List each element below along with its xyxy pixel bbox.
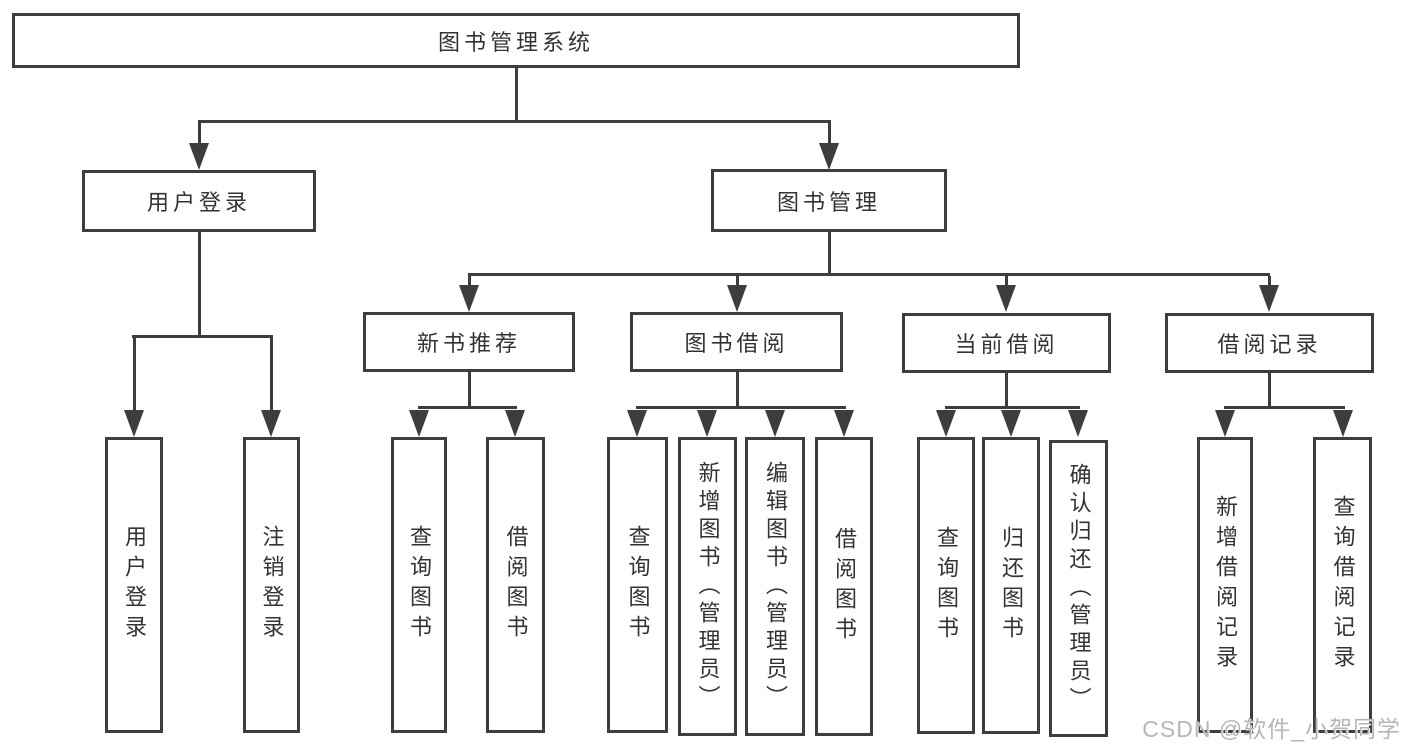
node-leaf-query-books-3-label: 查询图书 [934,525,959,646]
node-leaf-query-books-2: 查询图书 [607,437,668,733]
connector-arrowhead [627,410,647,437]
connector-arrowhead [189,143,209,170]
connector-arrowhead [1333,410,1353,437]
node-book-borrowing: 图书借阅 [630,312,843,372]
connector-arrowhead [1001,410,1021,437]
connector-vline [198,231,201,337]
connector-vline [1005,276,1008,287]
node-leaf-logout: 注销登录 [243,437,300,733]
node-library-system: 图书管理系统 [12,13,1020,68]
connector-arrowhead [727,285,747,312]
node-leaf-borrow-books-2-label: 借阅图书 [832,526,857,647]
connector-arrowhead [124,410,144,437]
connector-arrowhead [819,143,839,170]
connector-arrowhead [409,410,429,437]
node-leaf-logout-label: 注销登录 [259,525,285,645]
connector-vline [198,122,201,145]
connector-arrowhead [834,410,854,437]
node-leaf-add-borrow-record-label: 新增借阅记录 [1213,495,1238,675]
node-leaf-user-login: 用户登录 [105,437,163,733]
node-leaf-query-borrow-record-label: 查询借阅记录 [1330,495,1356,675]
connector-arrowhead [505,410,525,437]
node-leaf-query-books-2-label: 查询图书 [625,525,651,645]
node-leaf-add-borrow-record: 新增借阅记录 [1197,437,1253,733]
connector-vline [828,231,831,276]
connector-arrowhead [936,410,956,437]
node-leaf-confirm-return-admin-label: 确认归还（管理员） [1066,462,1092,715]
connector-hline [468,273,1270,276]
connector-arrowhead [765,410,785,437]
watermark: CSDN @软件_小贺同学 [1142,716,1401,742]
node-user-login: 用户登录 [82,170,316,232]
connector-vline [270,337,273,411]
node-leaf-add-books-admin: 新增图书（管理员） [678,437,737,736]
node-leaf-return-books: 归还图书 [982,437,1040,734]
connector-vline [736,371,739,409]
node-leaf-borrow-books-2: 借阅图书 [815,437,873,736]
connector-vline [468,276,471,287]
node-leaf-confirm-return-admin: 确认归还（管理员） [1049,440,1108,737]
connector-vline [828,122,831,145]
connector-vline [736,276,739,287]
connector-vline [1268,371,1271,409]
node-leaf-borrow-books-1: 借阅图书 [486,437,545,733]
connector-vline [1268,276,1271,287]
connector-hline [1224,406,1345,409]
connector-hline [198,120,831,123]
connector-hline [945,406,1080,409]
connector-arrowhead [996,285,1016,312]
connector-hline [132,335,273,338]
connector-arrowhead [1215,410,1235,437]
connector-arrowhead [1259,285,1279,312]
node-leaf-user-login-label: 用户登录 [122,525,147,645]
node-leaf-query-books-3: 查询图书 [917,437,975,734]
node-current-borrowing: 当前借阅 [902,313,1111,373]
connector-vline [133,337,136,411]
node-borrow-records: 借阅记录 [1165,313,1374,373]
node-leaf-add-books-admin-label: 新增图书（管理员） [695,460,721,713]
node-leaf-edit-books-admin-label: 编辑图书（管理员） [763,460,788,713]
node-leaf-edit-books-admin: 编辑图书（管理员） [745,437,805,736]
connector-arrowhead [261,410,281,437]
connector-vline [468,371,471,409]
node-new-book-recommend: 新书推荐 [363,312,575,372]
node-book-management: 图书管理 [711,169,947,232]
connector-arrowhead [459,285,479,312]
node-leaf-query-books-1-label: 查询图书 [407,525,432,645]
node-leaf-query-borrow-record: 查询借阅记录 [1313,437,1372,733]
node-leaf-query-books-1: 查询图书 [391,437,447,733]
node-leaf-return-books-label: 归还图书 [999,525,1024,646]
connector-hline [636,406,846,409]
node-leaf-borrow-books-1-label: 借阅图书 [503,525,529,645]
connector-vline [1005,371,1008,409]
connector-arrowhead [1068,410,1088,437]
connector-vline [515,66,518,122]
connector-hline [418,406,517,409]
connector-arrowhead [697,410,717,437]
